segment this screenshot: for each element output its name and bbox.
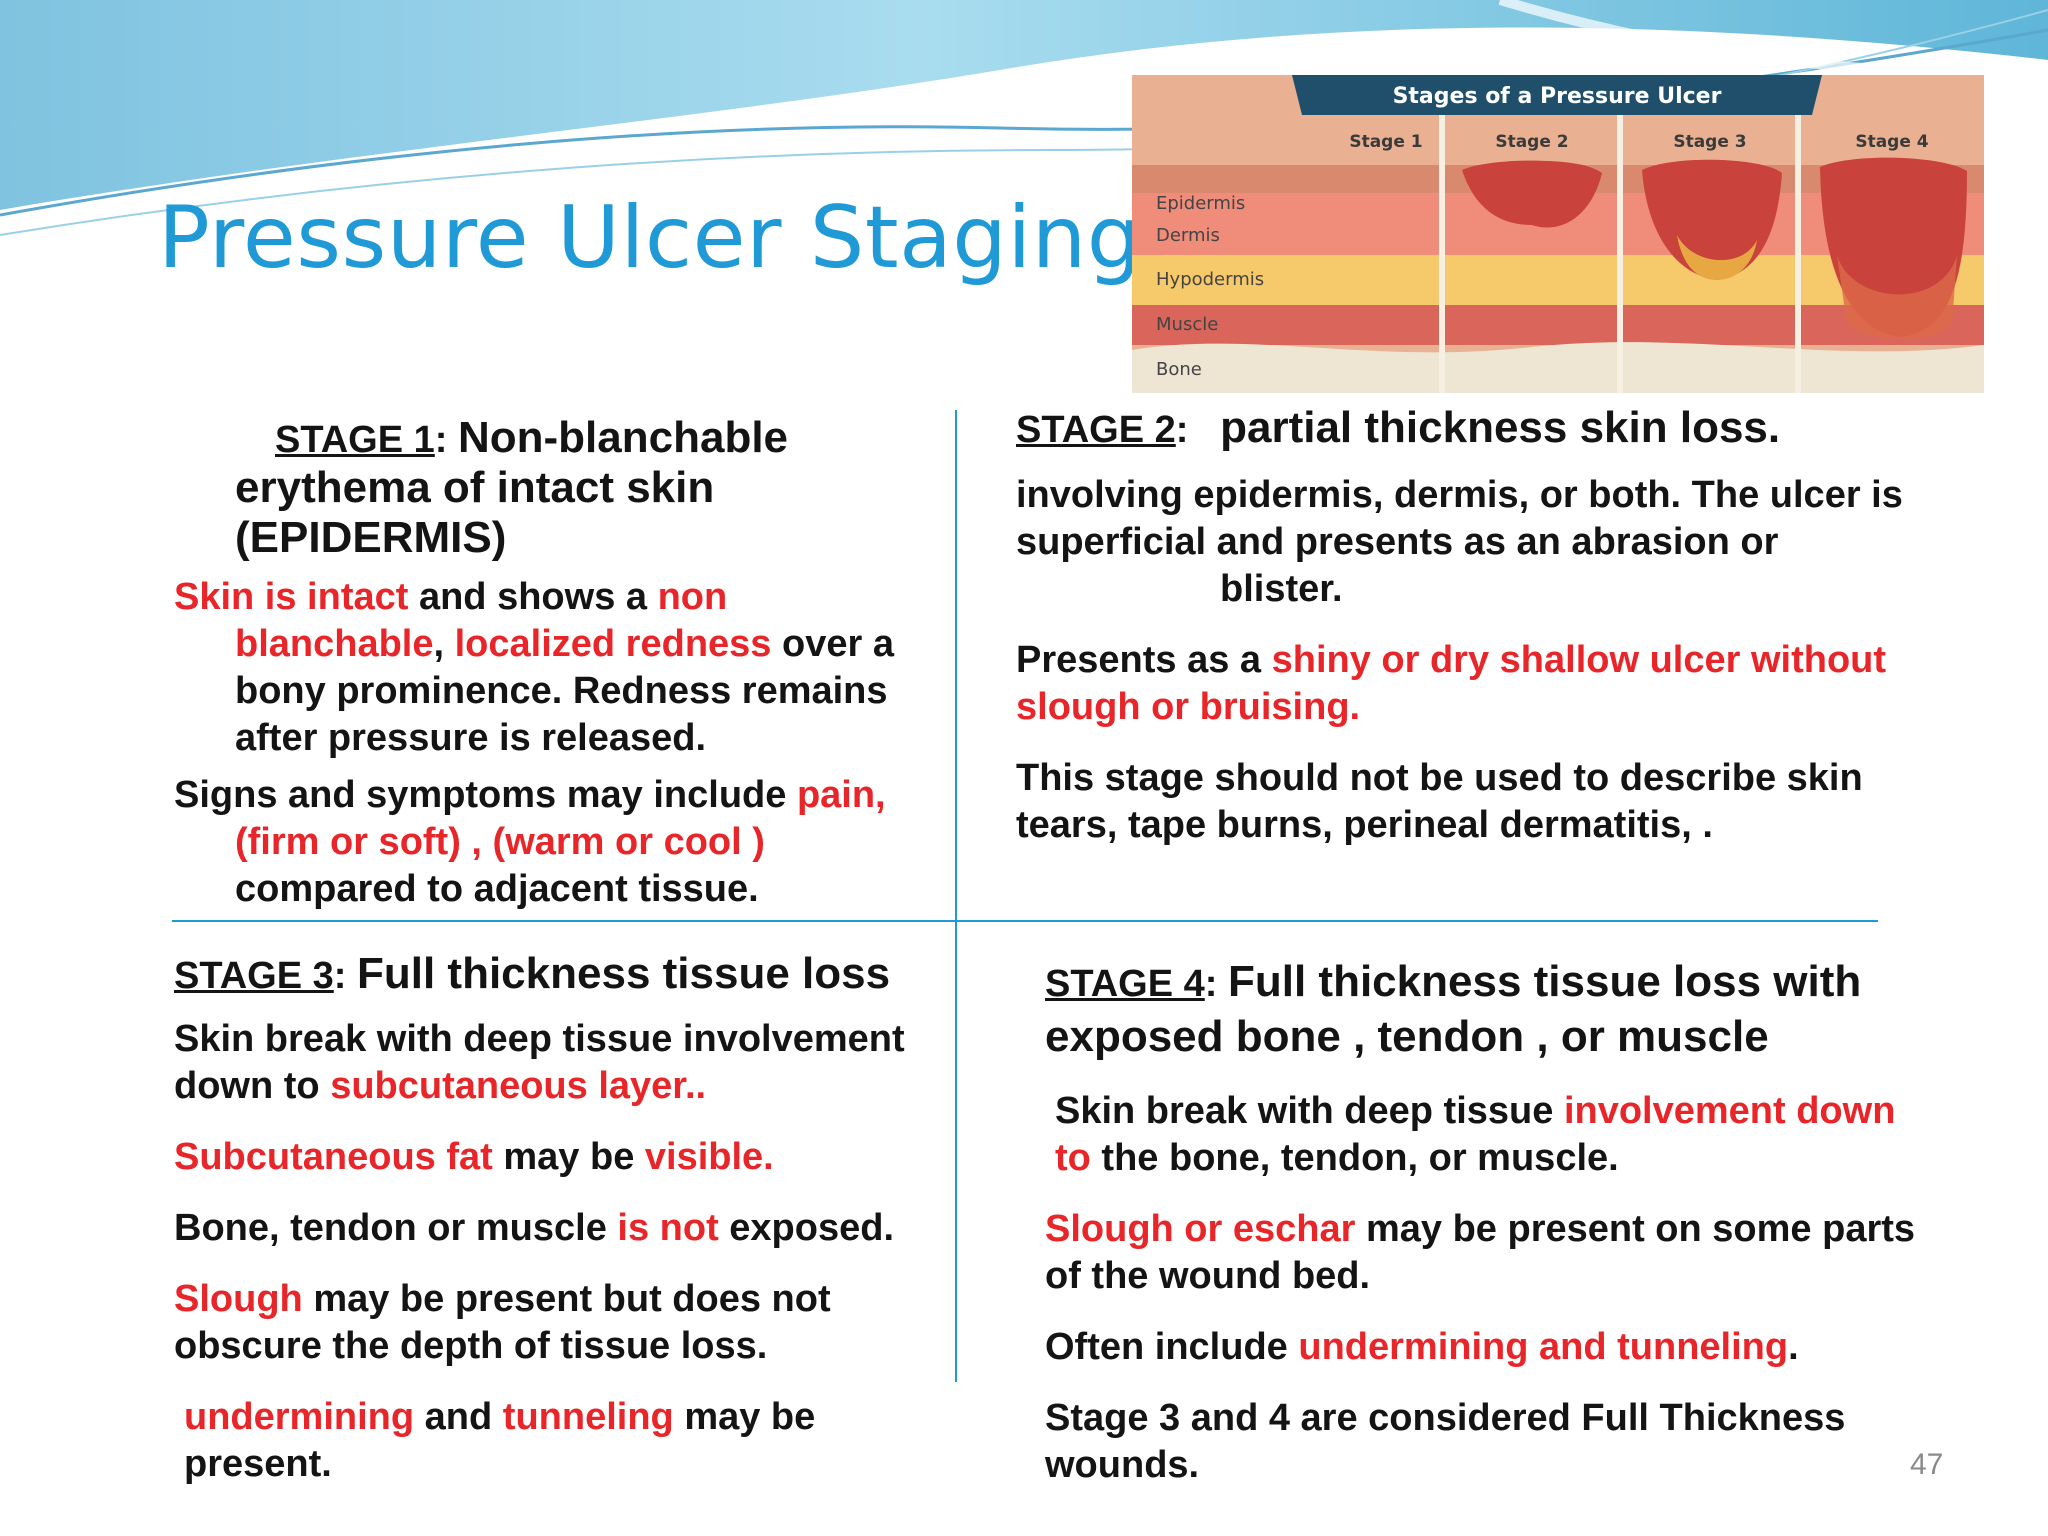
layer-muscle-label: Muscle	[1156, 314, 1218, 335]
figure-heading: Stages of a Pressure Ulcer	[1393, 84, 1722, 109]
stage-2-title: partial thickness skin loss.	[1220, 403, 1781, 452]
stage-1-block: STAGE 1: Non-blanchable erythema of inta…	[174, 414, 944, 913]
stage-4-heading: STAGE 4: Full thickness tissue loss with…	[1045, 957, 1862, 1061]
stage-3-paragraph-1: Skin break with deep tissue involvement …	[174, 1018, 905, 1107]
stage-2-paragraph-3: This stage should not be used to describ…	[1016, 757, 1863, 846]
figure-stage-4-label: Stage 4	[1855, 132, 1928, 152]
stage-3-block: STAGE 3: Full thickness tissue loss Skin…	[174, 950, 954, 1488]
stage-3-paragraph-5: undermining and tunneling may be present…	[184, 1396, 816, 1485]
stage-1-paragraph-2: Signs and symptoms may include pain, (fi…	[174, 774, 886, 910]
stage-4-paragraph-2: Slough or eschar may be present on some …	[1045, 1208, 1916, 1297]
figure-stage-1-label: Stage 1	[1349, 132, 1422, 152]
layer-bone-label: Bone	[1156, 359, 1202, 380]
pressure-ulcer-stages-figure: Stages of a Pressure Ulcer Stage 1 Stage…	[1132, 75, 1984, 393]
figure-stage-2-label: Stage 2	[1495, 132, 1568, 152]
stage-2-heading: STAGE 2: partial thickness skin loss.	[1016, 403, 1781, 452]
stage-3-heading: STAGE 3: Full thickness tissue loss	[174, 949, 891, 998]
stage-4-paragraph-3: Often include undermining and tunneling.	[1045, 1326, 1799, 1368]
stage-2-block: STAGE 2: partial thickness skin loss. in…	[1016, 404, 1916, 849]
slide-title: Pressure Ulcer Staging	[158, 188, 1142, 288]
stage-4-title: Full thickness tissue loss with exposed …	[1045, 957, 1862, 1061]
stage-4-label: STAGE 4	[1045, 963, 1205, 1005]
stage-4-paragraph-4: Stage 3 and 4 are considered Full Thickn…	[1045, 1397, 1846, 1486]
stage-1-label: STAGE 1	[275, 419, 435, 461]
stage-2-label: STAGE 2	[1016, 409, 1176, 451]
stage-4-paragraph-1: Skin break with deep tissue involvement …	[1055, 1090, 1896, 1179]
quadrant-divider-horizontal	[172, 920, 1878, 922]
page-number: 47	[1910, 1448, 1944, 1481]
figure-stage-3-label: Stage 3	[1673, 132, 1746, 152]
stage-3-label: STAGE 3	[174, 955, 334, 997]
stage-1-title: Non-blanchable erythema of intact skin (…	[235, 413, 789, 562]
layer-epidermis-label: Epidermis	[1156, 193, 1245, 214]
stage-1-heading: STAGE 1: Non-blanchable erythema of inta…	[235, 413, 789, 562]
stage-2-paragraph-2: Presents as a shiny or dry shallow ulcer…	[1016, 639, 1887, 728]
stage-3-paragraph-3: Bone, tendon or muscle is not exposed.	[174, 1207, 895, 1249]
quadrant-divider-vertical	[955, 410, 957, 1382]
layer-dermis-label: Dermis	[1156, 225, 1220, 246]
stage-4-block: STAGE 4: Full thickness tissue loss with…	[1045, 954, 1925, 1489]
stage-3-paragraph-4: Slough may be present but does not obscu…	[174, 1278, 831, 1367]
stage-3-title: Full thickness tissue loss	[357, 949, 891, 998]
layer-hypodermis-label: Hypodermis	[1156, 269, 1264, 290]
stage-1-paragraph-1: Skin is intact and shows a non blanchabl…	[174, 576, 894, 759]
stage-2-paragraph-1: involving epidermis, dermis, or both. Th…	[1016, 474, 1903, 610]
stage-3-paragraph-2: Subcutaneous fat may be visible.	[174, 1136, 774, 1178]
